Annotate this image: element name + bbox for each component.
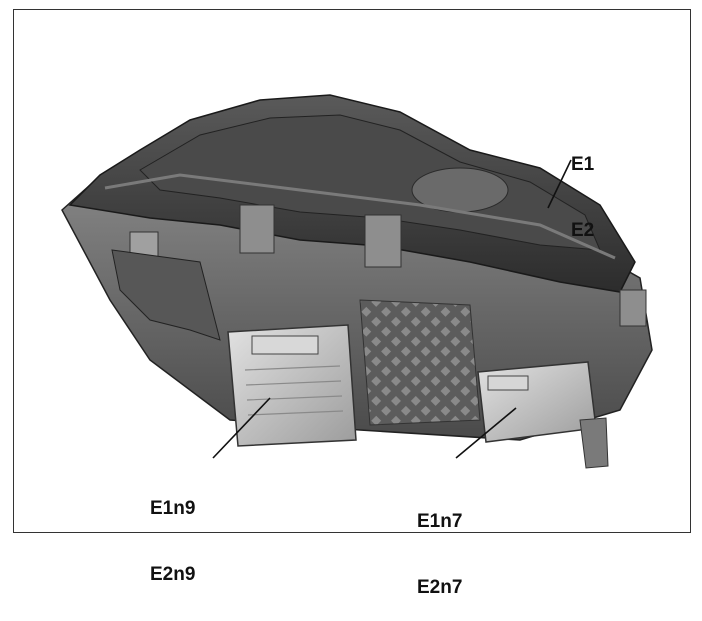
- callout-e1n7-e2n7: E1n7 E2n7: [417, 467, 462, 621]
- callout-e1: E1: [571, 154, 595, 175]
- callout-e1n9-e2n9: E1n9 E2n9: [150, 454, 195, 608]
- housing-left-side: [111, 249, 221, 341]
- callout-e2n9: E2n9: [150, 564, 196, 585]
- ribbed-back-panel: [359, 299, 481, 426]
- mount-tab-left: [239, 204, 275, 254]
- control-module-right: [477, 361, 597, 443]
- callout-e1n7: E1n7: [417, 511, 463, 532]
- callout-e1n9: E1n9: [150, 498, 196, 519]
- control-module-left: [227, 324, 357, 447]
- lens-rim-highlight: [104, 173, 616, 260]
- mount-tab-center: [364, 214, 402, 268]
- control-module-left-fins: [244, 365, 344, 416]
- callout-e2: E2: [571, 220, 595, 241]
- control-module-left-connector: [251, 335, 319, 355]
- leader-line-e1n9-e2n9: [212, 397, 271, 459]
- headlamp-illustration: [61, 94, 653, 469]
- leader-line-e1n7-e2n7: [455, 407, 517, 459]
- leader-line-e1-e2: [547, 159, 572, 209]
- callout-e2n7: E2n7: [417, 577, 463, 598]
- mount-tab-right: [619, 289, 647, 327]
- control-module-right-connector: [487, 375, 529, 391]
- callout-e1-e2: E1 E2: [571, 110, 594, 264]
- control-module-right-bracket: [579, 417, 609, 469]
